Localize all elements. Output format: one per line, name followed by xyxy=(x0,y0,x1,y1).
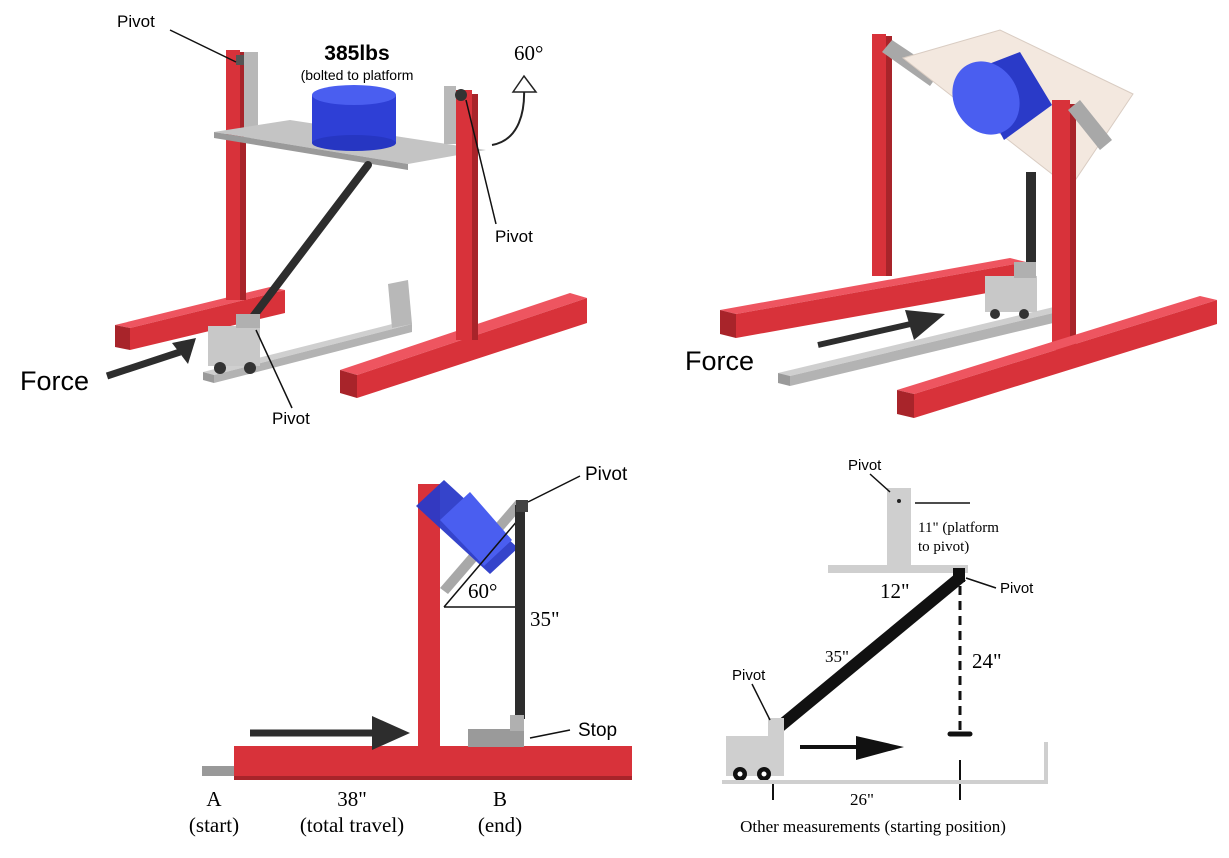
force-label-2: Force xyxy=(685,346,754,376)
right-base-beam-2 xyxy=(897,296,1217,418)
point-a-label: A xyxy=(206,787,222,811)
panel-bottom-right: Pivot 11" (platform to pivot) 12" Pivot … xyxy=(722,457,1048,836)
base-beam-side xyxy=(234,746,632,780)
rod-diagram xyxy=(774,571,966,733)
point-b-note: (end) xyxy=(478,813,522,837)
leader-pivot-top xyxy=(169,29,237,63)
weight-cylinder-2 xyxy=(952,52,1052,140)
point-b-label: B xyxy=(493,787,507,811)
weight-note: (bolted to platform xyxy=(301,67,414,83)
platform-side xyxy=(828,565,968,573)
stop-label: Stop xyxy=(578,720,617,741)
pivot-side-label: Pivot xyxy=(585,464,628,485)
pivot-height-line2: to pivot) xyxy=(918,539,969,555)
pivot-right-label: Pivot xyxy=(495,227,533,246)
travel-note: (total travel) xyxy=(300,813,404,837)
panel-top-right: Force xyxy=(685,29,1217,418)
pivot-top-diagram-label: Pivot xyxy=(848,457,882,474)
start-stub xyxy=(202,766,238,776)
travel-arrow xyxy=(250,716,410,750)
pivot-bottom-label: Pivot xyxy=(272,409,310,428)
track-diagram xyxy=(722,742,1048,784)
force-arrow-2 xyxy=(817,310,945,348)
rod-2 xyxy=(1026,172,1036,272)
leader-pivot-side xyxy=(527,475,581,503)
rod-side xyxy=(515,505,525,719)
rod xyxy=(242,161,372,330)
cart xyxy=(208,314,260,374)
angle-60-label: 60° xyxy=(468,579,497,603)
force-arrow xyxy=(105,338,196,380)
right-post-2 xyxy=(1052,100,1112,350)
leader-pivot-right xyxy=(465,99,497,225)
vertical-drop-label: 24" xyxy=(972,649,1002,673)
leader-pivot-cart xyxy=(751,683,771,721)
angle-label: 60° xyxy=(514,41,543,65)
force-label: Force xyxy=(20,366,89,396)
track-2 xyxy=(778,306,1070,386)
cart-diagram xyxy=(726,718,784,781)
platform-offset-label: 12" xyxy=(880,579,910,603)
base-beam-shadow xyxy=(234,776,632,780)
leader-pivot-right-diagram xyxy=(965,577,997,589)
panel-top-left: Pivot 385lbs (bolted to platform 60° Piv… xyxy=(20,12,587,428)
pivot-top-label: Pivot xyxy=(117,12,155,31)
travel-label: 38" xyxy=(337,787,367,811)
point-a-note: (start) xyxy=(189,813,239,837)
cart-2 xyxy=(985,262,1037,319)
leader-pivot-top-diagram xyxy=(869,473,891,493)
triangle-60 xyxy=(443,519,519,608)
left-post xyxy=(226,50,258,300)
diagram-caption: Other measurements (starting position) xyxy=(740,817,1006,836)
post-side xyxy=(418,484,440,748)
direction-arrow xyxy=(800,736,904,760)
leader-pivot-bottom xyxy=(255,329,293,409)
tilt-arrow xyxy=(491,74,538,146)
pivot-joint xyxy=(516,500,528,512)
right-post xyxy=(444,86,478,340)
panel-bottom-left: Pivot 60° 35" Stop A (start) 38" (total … xyxy=(189,464,632,837)
weight-label: 385lbs xyxy=(324,42,389,65)
horizontal-distance-label: 26" xyxy=(850,790,874,809)
leader-stop xyxy=(529,729,571,739)
stop-block xyxy=(468,715,524,747)
pivot-point xyxy=(897,499,901,503)
left-base-beam-2 xyxy=(720,258,1026,338)
rod-length-label: 35" xyxy=(530,607,560,631)
pivot-cart-label: Pivot xyxy=(732,667,766,684)
rod-length-diagram-label: 35" xyxy=(825,647,849,666)
pivot-height-line1: 11" (platform xyxy=(918,520,999,536)
weight-cylinder xyxy=(312,85,396,151)
pivot-right-diagram-label: Pivot xyxy=(1000,580,1034,597)
